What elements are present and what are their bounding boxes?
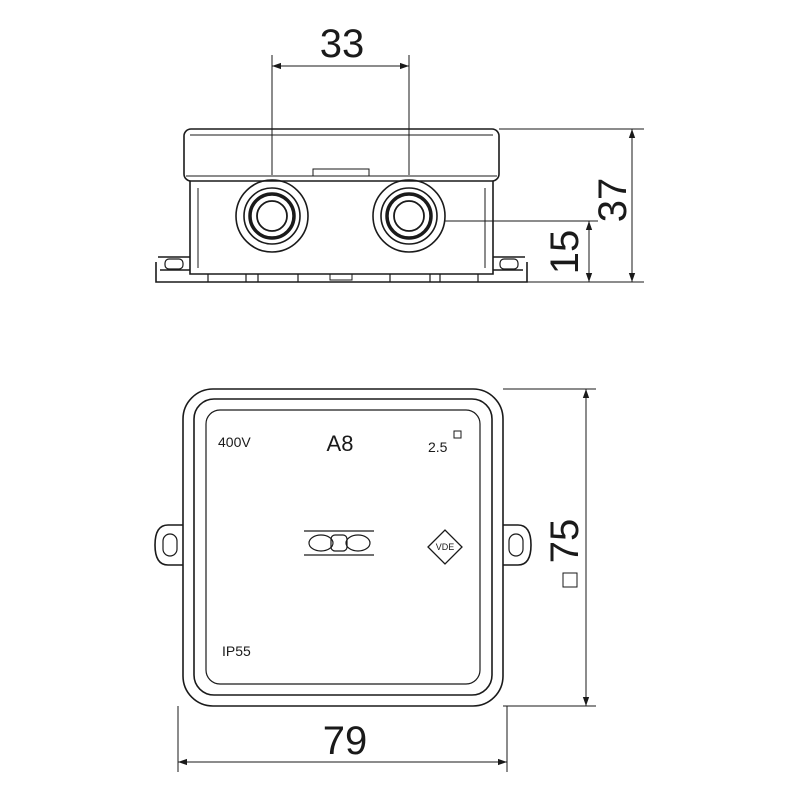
cable-entry-left [235,179,309,253]
square-mm-symbol [453,430,462,439]
top-dimensions [177,388,596,772]
dim-75-label: 75 [543,519,587,564]
lid-outline [183,128,500,182]
square-dimension-symbol [562,572,578,588]
dim-15-label: 15 [543,230,587,275]
lid-outline-top [193,398,493,696]
lid-seam [312,168,370,177]
lid-inner [205,409,481,685]
dim-79-label: 79 [323,719,368,763]
dim-37-label: 37 [591,178,635,223]
mounting-ear-left [154,524,183,566]
top-view [154,388,532,707]
body-outline [189,181,494,275]
svg-text:VDE: VDE [436,542,455,552]
cable-entry-right [372,179,446,253]
box-outline [182,388,504,707]
side-dimensions [271,55,644,283]
cross-section-label: 2.5 [428,439,448,455]
voltage-label: 400V [218,434,251,450]
model-label: A8 [327,431,354,456]
vde-mark-icon: VDE [427,529,463,565]
base-flange [155,256,528,283]
mounting-ear-right [503,524,532,566]
dim-33-label: 33 [320,22,365,66]
side-view [155,128,528,283]
ip-rating-label: IP55 [222,643,251,659]
obo-logo [304,530,374,556]
